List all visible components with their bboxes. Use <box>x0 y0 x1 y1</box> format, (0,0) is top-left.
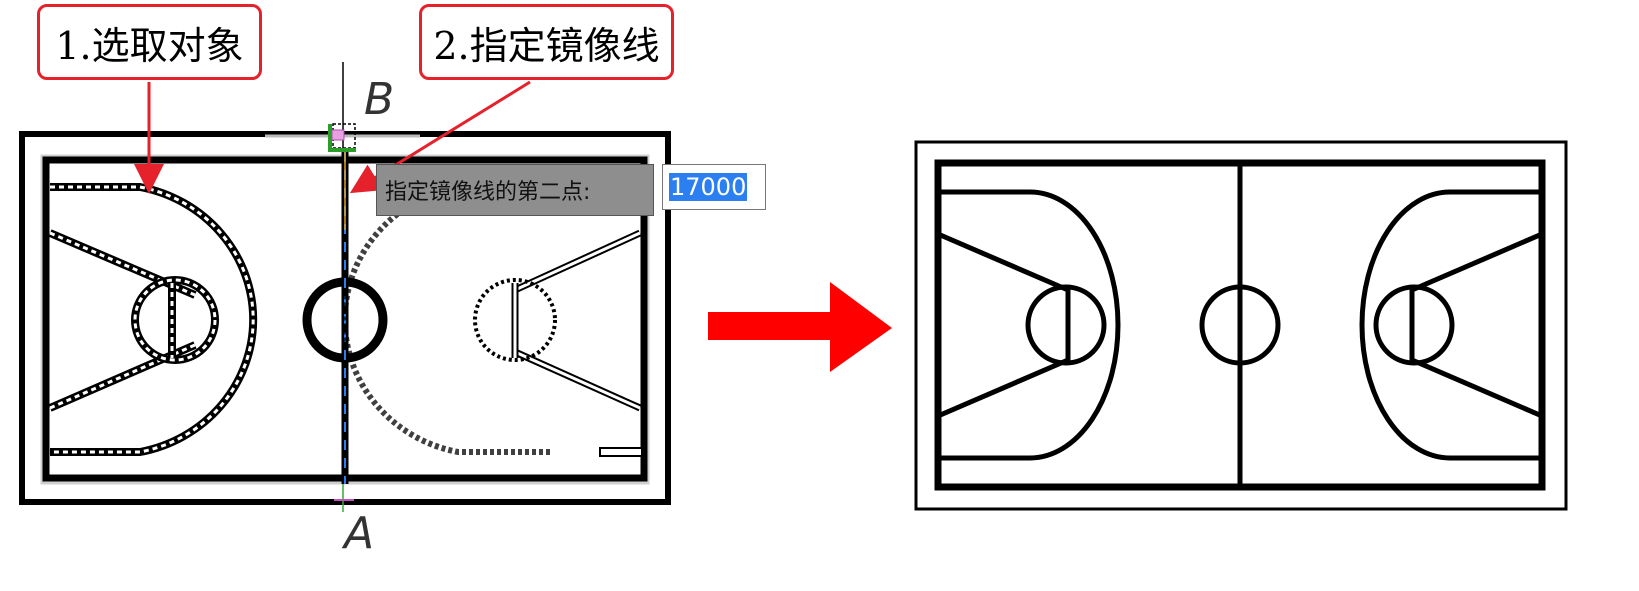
callout-select-objects-text: 1.选取对象 <box>55 23 244 68</box>
point-label-a: A <box>344 508 375 559</box>
callout-select-objects: 1.选取对象 <box>37 4 262 80</box>
callout-specify-mirror-line: 2.指定镜像线 <box>419 4 674 80</box>
court-after-mirror <box>914 140 1568 511</box>
left-half-selected <box>48 183 258 456</box>
cad-before-mirror <box>19 62 671 512</box>
command-input-value[interactable]: 17000 <box>669 173 748 201</box>
result-center-circle <box>1199 284 1281 366</box>
result-arrow <box>708 282 892 372</box>
point-label-b: B <box>364 74 395 125</box>
command-input-box[interactable]: 17000 <box>662 164 766 210</box>
right-half-preview <box>341 184 643 457</box>
command-prompt-label: 指定镜像线的第二点: <box>385 180 591 205</box>
result-outer-border <box>914 140 1568 511</box>
snap-marker-b <box>328 123 356 152</box>
callout-specify-mirror-line-text: 2.指定镜像线 <box>433 23 660 68</box>
command-prompt-tooltip: 指定镜像线的第二点: <box>376 164 654 216</box>
